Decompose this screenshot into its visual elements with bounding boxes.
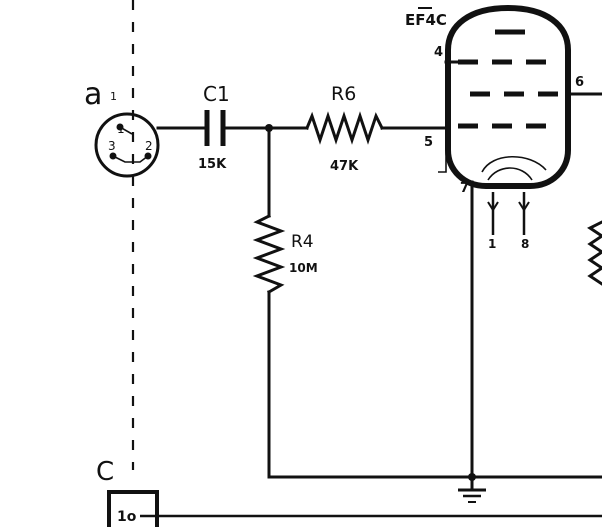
r6-value: 47K xyxy=(330,159,359,174)
ground-symbol xyxy=(458,475,486,503)
resistor-right-partial xyxy=(587,220,602,286)
heater-leads xyxy=(487,192,530,235)
pentode-tube xyxy=(445,4,571,189)
connector-pin-3: 3 xyxy=(108,139,116,153)
r4-value: 10M xyxy=(289,261,318,275)
tube-heater xyxy=(487,167,533,181)
bottom-connector-label: C xyxy=(96,457,114,487)
tube-type-label: EF4C xyxy=(405,11,447,29)
capacitor-c1 xyxy=(204,110,226,146)
bottom-connector-box xyxy=(107,490,159,527)
tube-pin-7: 7 xyxy=(460,181,469,196)
bottom-connector-pin: 1o xyxy=(117,509,137,525)
r4-name: R4 xyxy=(291,232,314,252)
tube-pin-6: 6 xyxy=(575,75,584,90)
tube-pin-5: 5 xyxy=(424,135,433,150)
resistor-r6 xyxy=(305,111,385,145)
connector-pin-1: 1 xyxy=(117,122,125,136)
connector-pin-2: 2 xyxy=(145,139,153,153)
c1-name: C1 xyxy=(203,82,230,106)
tube-pin-4: 4 xyxy=(434,45,443,60)
heater-pin-1: 1 xyxy=(488,237,496,251)
input-connector xyxy=(94,112,160,178)
r6-name: R6 xyxy=(331,83,356,105)
connector-sub-label: 1 xyxy=(110,90,117,103)
c1-value: 15K xyxy=(198,157,227,172)
tube-cathode xyxy=(481,155,547,173)
heater-pin-8: 8 xyxy=(521,237,529,251)
connector-label: a xyxy=(84,77,102,112)
resistor-r4 xyxy=(252,213,286,295)
pin4-strap xyxy=(438,62,447,173)
